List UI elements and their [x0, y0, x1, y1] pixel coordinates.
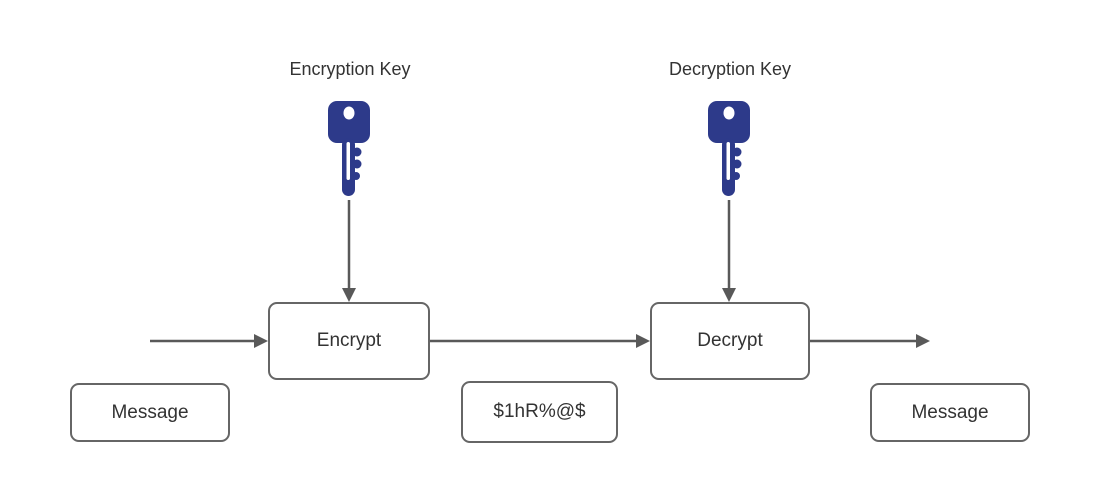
key-icon — [708, 101, 750, 196]
plaintext-message-label: Message — [111, 401, 189, 423]
arrow-decryption-key-to-decrypt — [722, 200, 736, 302]
plaintext-message-box-right: Message — [870, 383, 1030, 442]
arrow-encryption-key-to-encrypt — [342, 200, 356, 302]
arrow-encrypt-to-decrypt — [430, 334, 650, 348]
arrow-input-to-encrypt — [150, 334, 268, 348]
plaintext-message-box-left: Message — [70, 383, 230, 442]
ciphertext-label: $1hR%@$ — [493, 401, 586, 422]
ciphertext-box: $1hR%@$ — [461, 381, 618, 443]
encrypt-box: Encrypt — [268, 302, 430, 380]
key-icon — [328, 101, 370, 196]
encryption-key-label: Encryption Key — [289, 59, 411, 79]
decrypt-box: Decrypt — [650, 302, 810, 380]
decrypt-box-label: Decrypt — [697, 330, 763, 351]
arrow-decrypt-to-output — [810, 334, 930, 348]
encrypt-box-label: Encrypt — [316, 330, 382, 351]
decryption-key-label: Decryption Key — [668, 59, 792, 79]
plaintext-message-label: Message — [911, 401, 989, 423]
